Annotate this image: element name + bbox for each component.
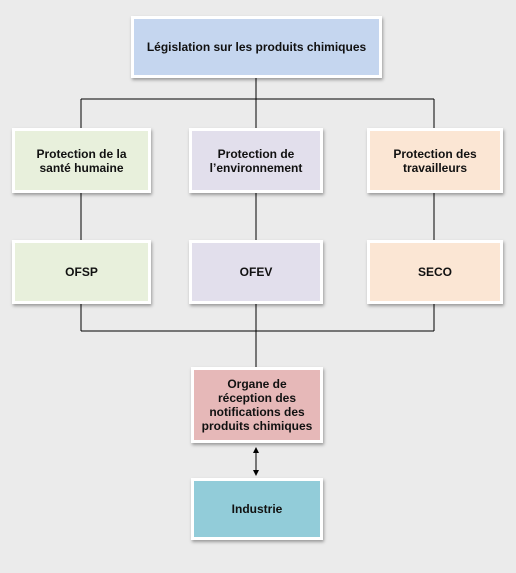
node-notification-body: Organe de réception des notifications de…	[191, 367, 323, 443]
node-industry: Industrie	[191, 478, 323, 540]
node-workers-protection-label: Protection des travailleurs	[393, 146, 477, 175]
node-ofsp-label: OFSP	[65, 265, 98, 279]
node-environment-protection: Protection de l’environnement	[189, 128, 323, 193]
node-industry-label: Industrie	[231, 502, 283, 516]
node-ofev: OFEV	[189, 240, 323, 304]
node-environment-protection-label: Protection de l’environnement	[209, 146, 303, 175]
node-seco-label: SECO	[417, 265, 452, 279]
node-workers-protection: Protection des travailleurs	[367, 128, 503, 193]
node-seco: SECO	[367, 240, 503, 304]
node-health-protection-label: Protection de la santé humaine	[36, 146, 127, 175]
node-ofev-label: OFEV	[239, 265, 273, 279]
node-health-protection: Protection de la santé humaine	[12, 128, 151, 193]
node-notification-body-label: Organe de réception des notifications de…	[201, 377, 313, 433]
node-ofsp: OFSP	[12, 240, 151, 304]
node-legislation: Législation sur les produits chimiques	[131, 16, 382, 78]
node-legislation-label: Législation sur les produits chimiques	[146, 40, 367, 54]
